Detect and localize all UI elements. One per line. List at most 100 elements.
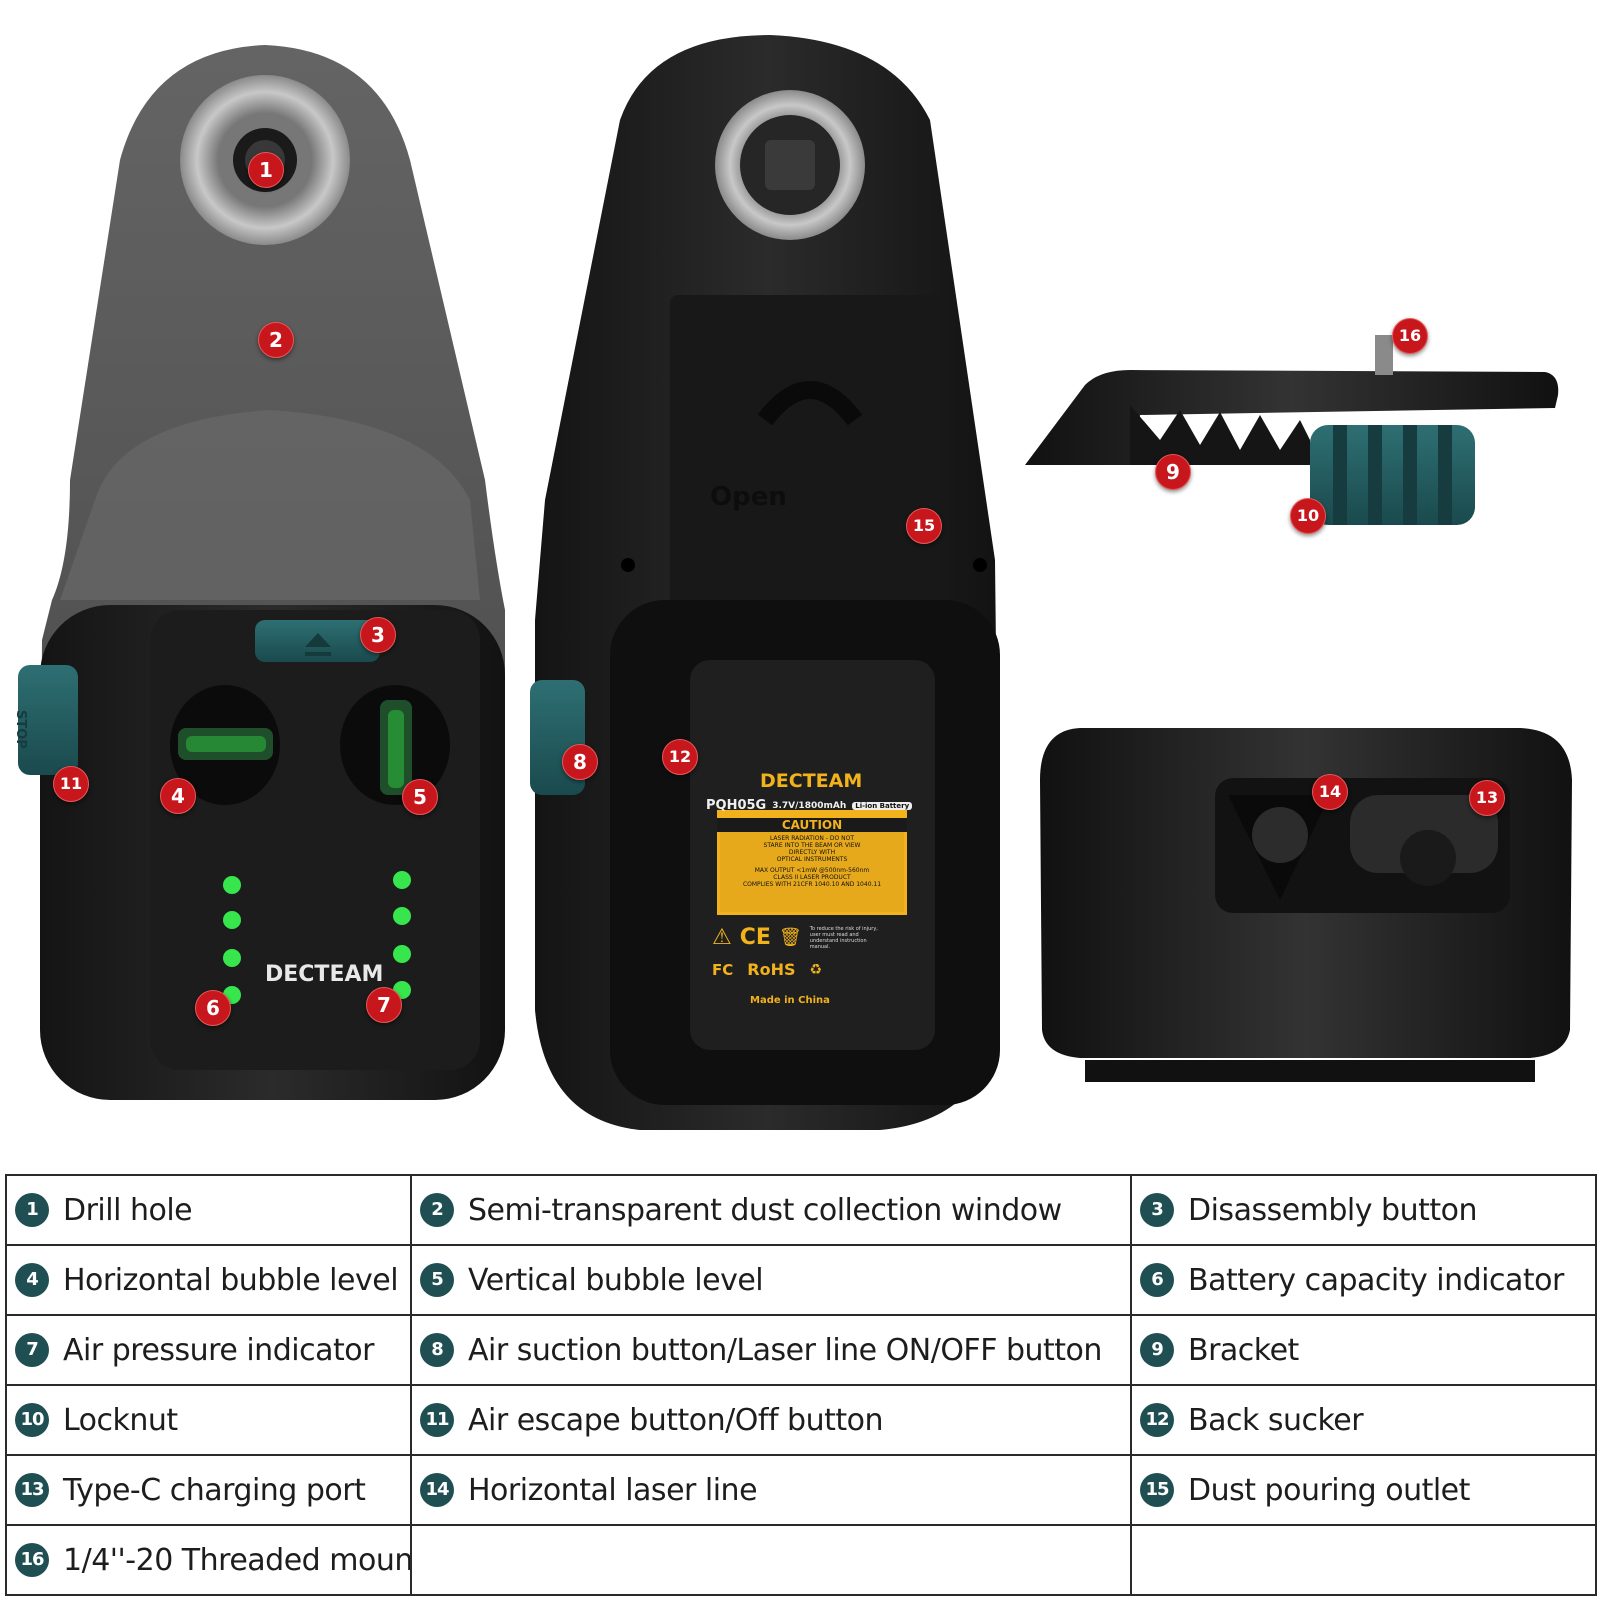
fc-mark: FC (712, 960, 734, 979)
open-label: Open (710, 482, 787, 512)
warning-line: understand instruction (809, 937, 867, 944)
legend-item: 12 Back sucker (1140, 1403, 1587, 1438)
marker-5: 5 (402, 779, 438, 815)
marker-4: 4 (160, 778, 196, 814)
certification-row: ⚠ CE 🗑 To reduce the risk of injury, use… (712, 925, 912, 1006)
output-line: CLASS II LASER PRODUCT (773, 874, 851, 881)
warning-line: user must read and (809, 931, 859, 938)
marker-15: 15 (906, 508, 942, 544)
legend-number-badge: 8 (420, 1333, 454, 1367)
legend-cell: 3 Disassembly button (1130, 1174, 1597, 1246)
marker-14: 14 (1312, 774, 1348, 810)
product-illustration: STOP DECTEAM Open DECTEAM PQH05G 3.7V/18… (13, 35, 1572, 1130)
legend-row: 16 1/4''-20 Threaded moun (5, 1524, 1597, 1596)
marker-16: 16 (1392, 318, 1428, 354)
legend-number-badge: 9 (1140, 1333, 1174, 1367)
brand-logo-back: DECTEAM (760, 770, 863, 792)
legend-label: Back sucker (1188, 1402, 1364, 1438)
marker-1: 1 (248, 152, 284, 188)
caution-line: STARE INTO THE BEAM OR VIEW (763, 842, 861, 849)
legend-item: 15 Dust pouring outlet (1140, 1473, 1587, 1508)
legend-number-badge: 1 (15, 1193, 49, 1227)
bracket (1025, 335, 1559, 525)
legend-number-badge: 11 (420, 1403, 454, 1437)
caution-title: CAUTION (717, 818, 907, 832)
legend-number-badge: 5 (420, 1263, 454, 1297)
legend-item: 16 1/4''-20 Threaded moun (15, 1543, 409, 1578)
legend-label: Dust pouring outlet (1188, 1472, 1470, 1508)
product-label: PQH05G 3.7V/1800mAh Li-ion Battery (706, 798, 920, 813)
stop-label: STOP (13, 710, 28, 749)
legend-cell: 2 Semi-transparent dust collection window (410, 1174, 1132, 1246)
legend-cell: 1 Drill hole (5, 1174, 412, 1246)
front-device (18, 45, 505, 1100)
marker-13: 13 (1469, 780, 1505, 816)
legend-item: 13 Type-C charging port (15, 1473, 402, 1508)
legend-item: 11 Air escape button/Off button (420, 1403, 1122, 1438)
legend-number-badge: 7 (15, 1333, 49, 1367)
legend-cell: 6 Battery capacity indicator (1130, 1244, 1597, 1316)
legend-number-badge: 13 (15, 1473, 49, 1507)
warning-line: To reduce the risk of injury, (809, 925, 878, 932)
laser-base (1040, 728, 1572, 1082)
marker-12: 12 (662, 739, 698, 775)
marker-11: 11 (53, 766, 89, 802)
marker-9: 9 (1155, 454, 1191, 490)
recycle-icon: ♻ (809, 961, 823, 978)
legend-number-badge: 16 (15, 1543, 49, 1577)
back-device (530, 35, 1000, 1130)
legend-row: 1 Drill hole 2 Semi-transparent dust collec… (5, 1174, 1597, 1246)
legend-number-badge: 6 (1140, 1263, 1174, 1297)
legend-label: Battery capacity indicator (1188, 1262, 1564, 1298)
legend-number-badge: 12 (1140, 1403, 1174, 1437)
legend-label: 1/4''-20 Threaded moun (63, 1542, 411, 1578)
legend-number-badge: 10 (15, 1403, 49, 1437)
legend-item: 10 Locknut (15, 1403, 402, 1438)
rohs-mark: RoHS (747, 960, 796, 979)
legend-item: 3 Disassembly button (1140, 1193, 1587, 1228)
legend-cell: 16 1/4''-20 Threaded moun (5, 1524, 412, 1596)
laser-warning-icon: ⚠ (712, 925, 732, 950)
legend-item: 5 Vertical bubble level (420, 1263, 1122, 1298)
legend-item: 1 Drill hole (15, 1193, 402, 1228)
battery-badge: Li-ion Battery (852, 801, 913, 810)
legend-label: Vertical bubble level (468, 1262, 764, 1298)
legend-number-badge: 15 (1140, 1473, 1174, 1507)
legend-label: Locknut (63, 1402, 178, 1438)
output-line: COMPLIES WITH 21CFR 1040.10 AND 1040.11 (742, 881, 882, 888)
brand-logo-front: DECTEAM (265, 962, 384, 987)
caution-line: DIRECTLY WITH (788, 849, 836, 856)
caution-line: LASER RADIATION - DO NOT (769, 835, 855, 842)
legend-label: Horizontal laser line (468, 1472, 758, 1508)
marker-7: 7 (366, 987, 402, 1023)
legend-cell: 15 Dust pouring outlet (1130, 1454, 1597, 1526)
made-in-label: Made in China (750, 995, 830, 1006)
legend-label: Semi-transparent dust collection window (468, 1192, 1062, 1228)
legend-label: Type-C charging port (63, 1472, 366, 1508)
legend-label: Drill hole (63, 1192, 193, 1228)
marker-2: 2 (258, 322, 294, 358)
legend-number-badge: 14 (420, 1473, 454, 1507)
legend-label: Disassembly button (1188, 1192, 1478, 1228)
model-number: PQH05G (706, 798, 767, 813)
warning-line: manual. (809, 943, 831, 950)
legend-cell: 5 Vertical bubble level (410, 1244, 1132, 1316)
legend-cell (1130, 1524, 1597, 1596)
legend-cell: 10 Locknut (5, 1384, 412, 1456)
legend-cell: 13 Type-C charging port (5, 1454, 412, 1526)
legend-cell (410, 1524, 1132, 1596)
legend-number-badge: 4 (15, 1263, 49, 1297)
marker-3: 3 (360, 617, 396, 653)
legend-number-badge: 3 (1140, 1193, 1174, 1227)
legend-number-badge: 2 (420, 1193, 454, 1227)
legend-label: Air escape button/Off button (468, 1402, 884, 1438)
